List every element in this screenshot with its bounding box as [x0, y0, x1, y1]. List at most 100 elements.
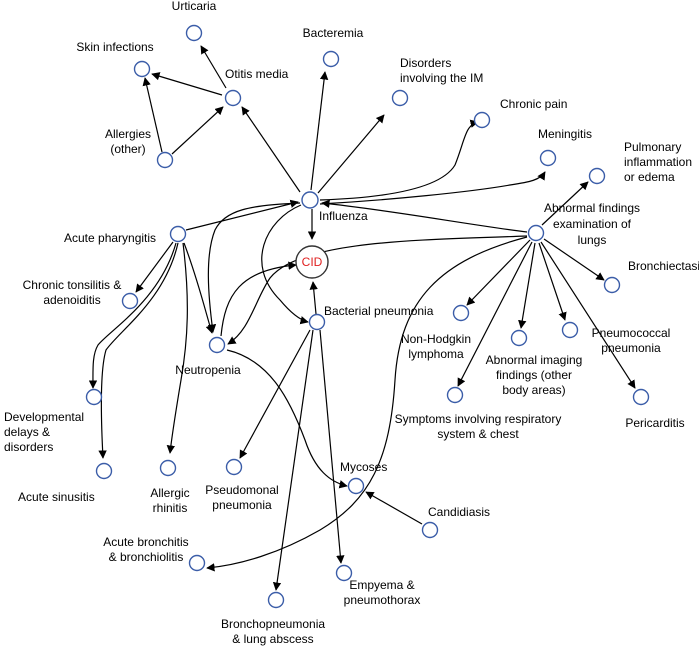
edge-bacterial-to-empyema [319, 329, 345, 564]
edge-influenza-to-otitis [241, 106, 301, 193]
edge-allergies-to-skin-infections [142, 77, 163, 153]
node-bacterial-pneumonia[interactable] [308, 313, 326, 331]
node-disorders-im[interactable] [391, 89, 409, 107]
node-skin-infections[interactable] [133, 60, 151, 78]
label-bacteremia: Bacteremia [303, 26, 364, 40]
label-neutropenia: Neutropenia [175, 363, 241, 377]
label-chronic-tonsilitis: Chronic tonsilitis &adenoiditis [23, 278, 122, 307]
edge-abnormal-lungs-to-pericarditis [540, 241, 636, 389]
edges [88, 45, 636, 591]
node-candidiasis[interactable] [421, 521, 439, 539]
edge-bacterial-to-pseudomonal [239, 329, 311, 459]
label-candidiasis: Candidiasis [428, 505, 490, 519]
edge-candidiasis-to-mycoses [365, 491, 423, 525]
edge-pharyngitis-to-chronic-tonsilitis [135, 241, 174, 293]
node-allergies-other[interactable] [156, 151, 174, 169]
edge-pharyngitis-to-developmental [88, 242, 177, 389]
node-acute-bronchitis[interactable] [188, 554, 206, 572]
label-cid: CID [302, 255, 323, 269]
node-pseudomonal[interactable] [225, 458, 243, 476]
node-pericarditis[interactable] [632, 388, 650, 406]
node-meningitis[interactable] [539, 149, 557, 167]
edge-abnormal-lungs-to-neutropenia [227, 235, 528, 345]
edge-abnormal-lungs-to-pneumococcal [538, 242, 567, 321]
edge-bacterial-to-bronchopneumonia [272, 329, 314, 591]
edge-abnormal-lungs-to-pulmonary [541, 181, 589, 226]
node-abnormal-lungs[interactable] [527, 224, 545, 242]
edge-influenza-to-neutropenia [207, 202, 301, 333]
edge-pharyngitis-to-neutropenia [183, 242, 214, 334]
edge-abnormal-lungs-to-abnormal-imaging [518, 242, 536, 329]
edge-pharyngitis-to-acute-sinusitis [98, 242, 179, 459]
edge-influenza-to-meningitis [319, 171, 546, 205]
edge-abnormal-lungs-to-symptoms-resp [457, 241, 533, 387]
node-acute-pharyngitis[interactable] [169, 225, 187, 243]
node-bronchiectasis[interactable] [603, 276, 621, 294]
nodes [85, 24, 650, 609]
edge-influenza-to-bacteremia [310, 71, 329, 191]
label-otitis-media: Otitis media [225, 67, 289, 81]
label-acute-pharyngitis: Acute pharyngitis [64, 231, 156, 245]
node-bronchopneumonia[interactable] [267, 591, 285, 609]
label-skin-infections: Skin infections [76, 40, 153, 54]
label-mycoses: Mycoses [340, 460, 387, 474]
edge-neutropenia-to-mycoses [226, 349, 348, 489]
node-influenza[interactable] [301, 191, 319, 209]
label-allergies-other: Allergies(other) [105, 127, 151, 156]
edge-pharyngitis-to-influenza [185, 199, 299, 231]
labels: Urticaria Skin infections Otitis media A… [4, 0, 699, 646]
label-bronchiectasis: Bronchiectasis [628, 259, 699, 273]
edge-otitis-to-skin-infections [151, 72, 223, 96]
node-bacteremia[interactable] [322, 50, 340, 68]
node-pneumococcal[interactable] [561, 321, 579, 339]
node-symptoms-resp[interactable] [446, 386, 464, 404]
edge-abnormal-lungs-to-acute-bronchitis [206, 236, 528, 572]
edge-allergies-to-otitis [171, 106, 224, 155]
node-mycoses[interactable] [347, 477, 365, 495]
node-chronic-pain[interactable] [473, 111, 491, 129]
edge-bacterial-to-cid [309, 281, 318, 315]
node-chronic-tonsilitis[interactable] [121, 292, 139, 310]
node-neutropenia[interactable] [208, 336, 226, 354]
label-acute-bronchitis: Acute bronchitis& bronchiolitis [103, 535, 188, 564]
label-pericarditis: Pericarditis [625, 416, 684, 430]
node-empyema[interactable] [335, 564, 353, 582]
label-meningitis: Meningitis [538, 127, 592, 141]
node-non-hodgkin[interactable] [452, 304, 470, 322]
edge-abnormal-lungs-to-influenza [321, 199, 528, 233]
label-empyema: Empyema &pneumothorax [344, 578, 421, 607]
edge-otitis-to-urticaria [200, 45, 227, 89]
label-bacterial-pneumonia: Bacterial pneumonia [324, 304, 434, 318]
node-abnormal-imaging[interactable] [510, 329, 528, 347]
edge-influenza-to-chronic-pain [319, 119, 479, 201]
node-developmental[interactable] [85, 388, 103, 406]
label-acute-sinusitis: Acute sinusitis [18, 490, 95, 504]
node-pulmonary-inflammation[interactable] [588, 167, 606, 185]
node-otitis-media[interactable] [224, 89, 242, 107]
edge-influenza-to-disorders-im [317, 114, 385, 194]
node-allergic-rhinitis[interactable] [159, 459, 177, 477]
label-influenza: Influenza [319, 209, 368, 223]
edge-neutropenia-to-cid [220, 261, 297, 337]
edge-pharyngitis-to-allergic-rhinitis [166, 242, 188, 454]
node-cid[interactable] [295, 245, 329, 279]
node-acute-sinusitis[interactable] [95, 462, 113, 480]
label-urticaria: Urticaria [172, 0, 217, 13]
label-bronchopneumonia: Bronchopneumonia& lung abscess [221, 617, 325, 646]
edge-abnormal-lungs-to-non-hodgkin [466, 239, 531, 306]
edge-abnormal-lungs-to-bronchiectasis [543, 238, 605, 281]
label-chronic-pain: Chronic pain [500, 97, 567, 111]
node-urticaria[interactable] [185, 24, 203, 42]
edge-influenza-to-bacterial-pneumonia [261, 204, 309, 325]
